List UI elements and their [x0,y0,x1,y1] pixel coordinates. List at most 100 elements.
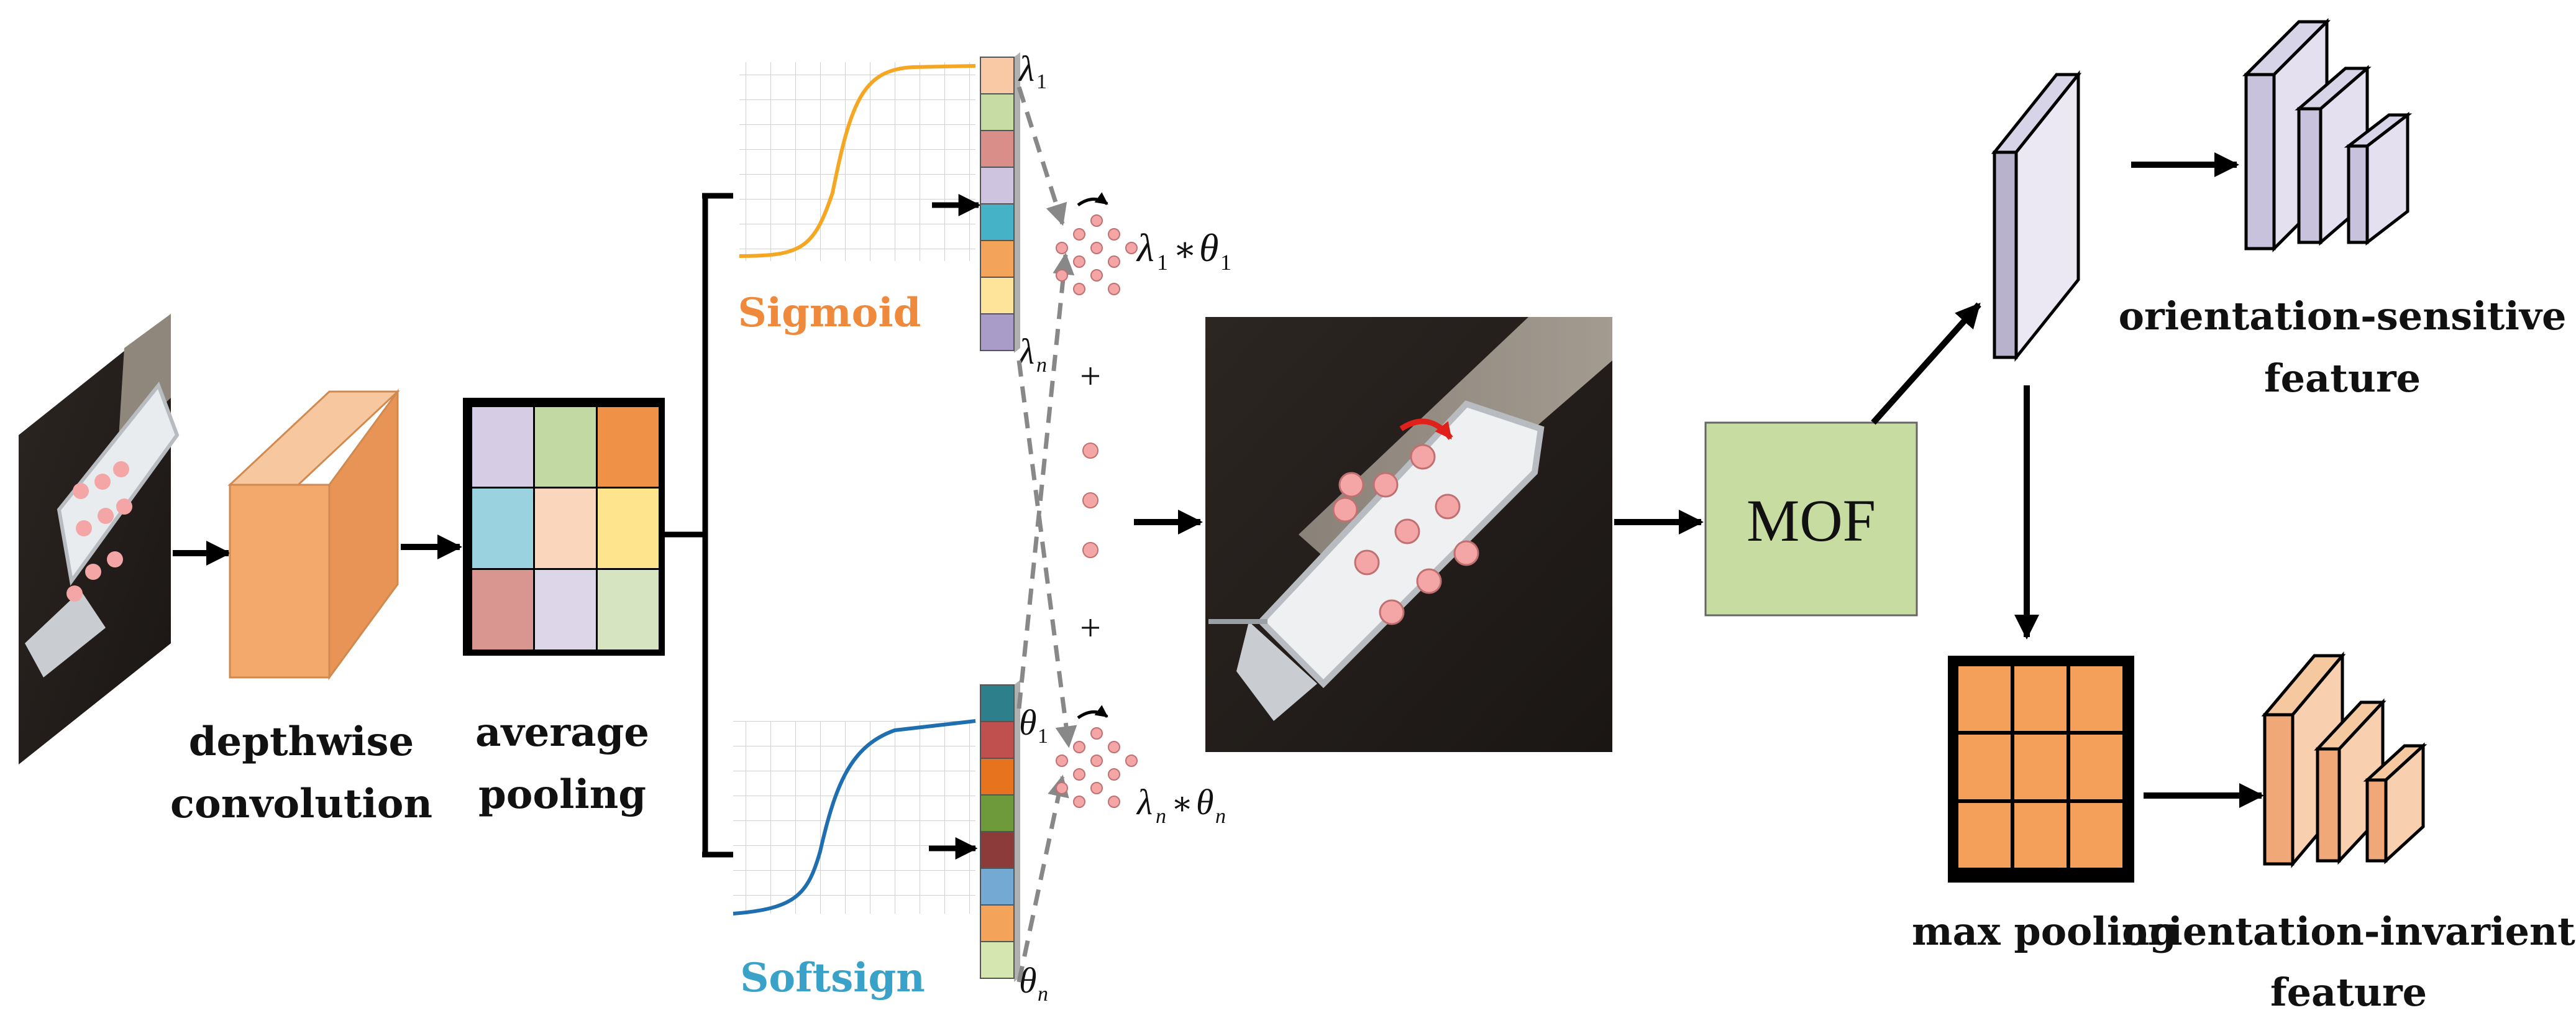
vector-cell [980,93,1015,131]
svg-text:λ: λ [1136,226,1154,270]
svg-text:∗: ∗ [1171,786,1193,822]
fused-ship-image [1205,317,1612,752]
vector-cell [980,240,1015,278]
svg-text:n: n [1036,354,1047,377]
svg-text:1: 1 [1036,70,1047,93]
maxpool-label: max pooling [1912,909,2176,954]
sigmoid-plot [739,62,976,261]
vector-cell [980,167,1015,204]
orientation-invariant-label-line2: feature [2270,970,2427,1015]
cluster-dot [1056,269,1068,282]
avgpool-cell [472,407,533,487]
svg-text:λ: λ [1136,782,1153,822]
rotated-cluster-top [1056,192,1138,295]
avgpool-cell [535,489,596,568]
cluster-dot [1073,283,1085,295]
vector-cell [980,758,1015,796]
cluster-dot [1108,741,1120,753]
maxpool-cell [2070,735,2122,799]
svg-text:θ: θ [1019,702,1037,743]
cluster-dot [1108,228,1120,241]
cluster-dot [1090,242,1103,254]
maxpool-cell [1958,735,2011,799]
maxpool-cell [1958,666,2011,731]
theta-1-symbol: θ 1 [1019,702,1048,748]
dashed-combination-arrows [1016,86,1077,983]
cluster-dot [1090,214,1103,227]
lambda-1-symbol: λ 1 [1018,48,1047,93]
maxpool-cell [2070,666,2122,731]
svg-text:n: n [1215,805,1226,828]
cluster-dot [1056,755,1068,767]
vector-cell [980,203,1015,241]
avgpool-cell [598,570,659,649]
svg-text:n: n [1156,805,1166,828]
vector-cell [980,904,1015,942]
lambda1-theta1-term: λ 1 ∗ θ 1 [1136,226,1231,275]
lambdan-thetan-term: λ n ∗ θ n [1136,782,1226,828]
vector-cell [980,277,1015,314]
orientation-sensitive-label-line2: feature [2264,356,2421,401]
svg-text:1: 1 [1220,250,1231,275]
cluster-dot [1108,768,1120,781]
cluster-dot [1090,755,1103,767]
maxpool-cell [2014,803,2067,868]
cluster-dot [1108,283,1120,295]
avgpool-label-line2: pooling [478,771,646,818]
svg-text:θ: θ [1199,226,1218,270]
maxpool-cell [2014,735,2067,799]
orientation-invariant-label-line1: orientation-invarient [2122,909,2575,954]
arrow-mof-to-feature [1871,302,1981,425]
cluster-dot [1090,269,1103,282]
svg-text:1: 1 [1157,250,1168,275]
branch-connector [665,193,733,858]
theta-vector [980,680,1020,982]
avgpool-cell [535,407,596,487]
cluster-dot [1090,782,1103,794]
cluster-dot [1056,242,1068,254]
vector-cell [980,794,1015,832]
orientation-sensitive-label-line1: orientation-sensitive [2119,293,2567,339]
depthwise-label-line1: depthwise [189,718,414,765]
cluster-dot [1073,768,1085,781]
maxpool-cell [2014,666,2067,731]
cluster-dot [1056,782,1068,794]
vector-cell [980,130,1015,168]
svg-text:n: n [1038,983,1048,1006]
sigmoid-label: Sigmoid [738,290,921,336]
svg-text:λ: λ [1018,48,1035,89]
cluster-dot [1108,796,1120,808]
ellipsis-dots [1082,443,1098,558]
cluster-dot [1073,255,1085,268]
avgpool-cell [472,489,533,568]
orientation-sensitive-blocks [2242,17,2413,253]
cluster-dot [1073,741,1085,753]
maxpool-cell [2070,803,2122,868]
vector-cell [980,313,1015,351]
svg-text:θ: θ [1196,782,1214,822]
plus-sign-top: + [1080,356,1101,397]
avgpool-cell [472,570,533,649]
mof-label: MOF [1747,487,1876,554]
svg-text:∗: ∗ [1173,231,1197,269]
depthwise-conv-block [227,388,400,681]
cluster-dot [1125,755,1138,767]
avgpool-cell [598,407,659,487]
vector-cell [980,57,1015,94]
cluster-dot [1073,796,1085,808]
cluster-dot [1108,255,1120,268]
cluster-dot [1125,242,1138,254]
cluster-dot [1073,228,1085,241]
vector-cell [980,721,1015,759]
avgpool-label-line1: average [475,709,649,756]
input-ship-image [19,314,180,764]
depthwise-label-line2: convolution [170,781,432,827]
vector-cell [980,868,1015,906]
maxpool-cell [1958,803,2011,868]
max-pooling-grid [1948,656,2134,883]
softsign-label: Softsign [740,955,925,1001]
mof-feature-map [1991,70,2082,362]
lambda-vector [980,52,1020,353]
svg-text:1: 1 [1038,725,1048,748]
